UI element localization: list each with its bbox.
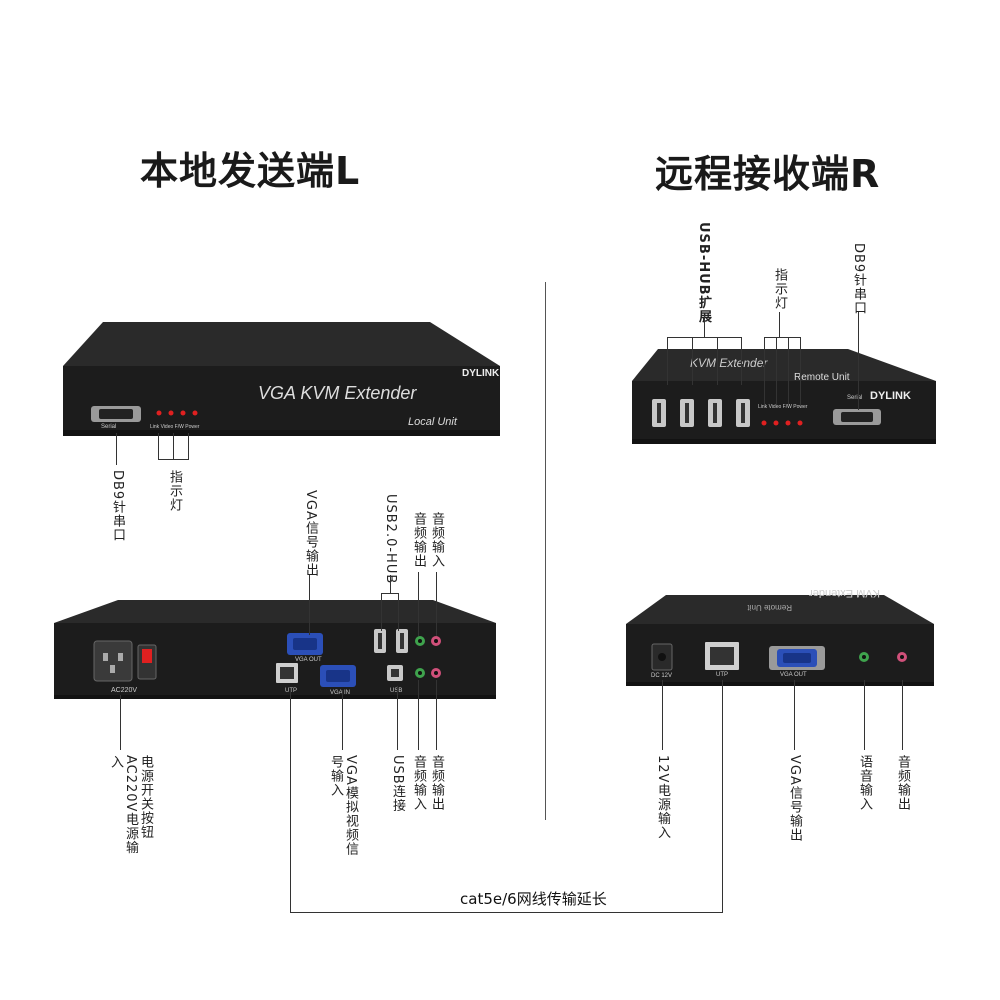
remote-voice-in-callout: 语音输入 [857, 755, 872, 811]
local-led-label-video: Video [160, 424, 174, 430]
remote-back-product-name: KVM Extender [809, 587, 880, 599]
remote-indicator-callout: 指示灯 [772, 268, 787, 310]
remote-dc-jack [651, 643, 673, 671]
local-usb-hub-callout: USB2.0-HUB [383, 494, 398, 585]
local-utp-label: UTP [285, 688, 297, 694]
local-serial-label: Serial [101, 424, 117, 430]
remote-vga-out-port [769, 646, 825, 670]
local-front-device [63, 322, 500, 436]
local-ac-inlet [93, 640, 133, 682]
local-vga-in-callout: VGA模拟视频信号输入 [328, 755, 358, 856]
local-vga-out-callout: VGA信号输出 [303, 490, 318, 577]
local-ac-label: AC220V [111, 687, 138, 694]
remote-leds [761, 420, 803, 426]
local-unit-name: Local Unit [408, 416, 457, 428]
local-audio-out-callout-top: 音频输出 [411, 512, 426, 568]
local-indicator-callout: 指示灯 [167, 470, 182, 512]
local-led-label-link: Link [150, 424, 160, 430]
local-brand: DYLINK [462, 368, 500, 379]
remote-utp-port [705, 642, 739, 670]
local-leds [156, 410, 198, 416]
remote-vga-out-callout: VGA信号输出 [787, 755, 802, 842]
remote-db9-callout: DB9针串口 [851, 243, 866, 316]
local-audio-in-callout-top: 音频输入 [429, 512, 444, 568]
remote-vga-out-label: VGA OUT [780, 672, 807, 678]
remote-front-unit-name: Remote Unit [794, 372, 850, 383]
remote-front-device [632, 349, 936, 444]
remote-front-serial-label: Serial [847, 395, 863, 401]
local-led-labels: Link Video F/W Power [150, 424, 199, 430]
center-divider [545, 282, 546, 820]
local-vga-out-port [287, 633, 323, 655]
cable-line-local [290, 688, 291, 912]
remote-title: 远程接收端R [655, 152, 881, 196]
remote-front-led-labels: Link Video F/W Power [758, 404, 807, 410]
local-usb-callout: USB连接 [390, 755, 405, 813]
remote-serial-port [833, 409, 881, 425]
remote-front-product-name: KVM Extender [690, 356, 768, 370]
local-audio-out-callout-bottom: 音频输出 [429, 755, 444, 811]
remote-dc-callout: 12V电源输入 [655, 755, 670, 840]
local-serial-port [91, 406, 141, 422]
remote-led-label-fw: F/W [782, 404, 792, 410]
remote-led-label-power: Power [793, 404, 808, 410]
cable-line-bottom [290, 912, 723, 913]
local-vga-out-label: VGA OUT [295, 657, 322, 663]
local-usb-label: USB [390, 688, 402, 694]
local-audio-jacks [415, 636, 441, 678]
remote-back-unit-name: Remote Unit [747, 603, 792, 612]
cable-line-remote [722, 680, 723, 912]
local-vga-in-port [320, 665, 356, 687]
local-db9-callout: DB9针串口 [110, 470, 125, 543]
local-vga-in-label: VGA IN [330, 690, 351, 696]
remote-utp-label: UTP [716, 672, 728, 678]
local-product-name: VGA KVM Extender [258, 383, 417, 403]
remote-audio-jacks [859, 652, 907, 662]
local-usb-hub-ports [374, 629, 408, 653]
local-power-callout: 电源开关按钮AC220V电源输入 [108, 755, 153, 855]
remote-led-label-video: Video [768, 404, 782, 410]
local-utp-port [276, 663, 298, 683]
remote-front-brand: DYLINK [870, 390, 911, 402]
local-led-label-fw: F/W [174, 424, 184, 430]
local-title: 本地发送端L [140, 149, 361, 193]
remote-audio-out-callout: 音频输出 [895, 755, 910, 811]
local-back-device [54, 600, 496, 699]
cable-caption: cat5e/6网线传输延长 [460, 890, 607, 908]
remote-dc-label: DC 12V [651, 673, 673, 679]
remote-back-device [626, 595, 934, 686]
local-usb-b-port [387, 665, 403, 681]
remote-usb-hub-callout: USB-HUB扩展 [696, 222, 711, 324]
local-audio-in-callout-bottom: 音频输入 [411, 755, 426, 811]
local-power-switch [137, 644, 157, 680]
local-led-label-power: Power [185, 424, 200, 430]
remote-led-label-link: Link [758, 404, 768, 410]
